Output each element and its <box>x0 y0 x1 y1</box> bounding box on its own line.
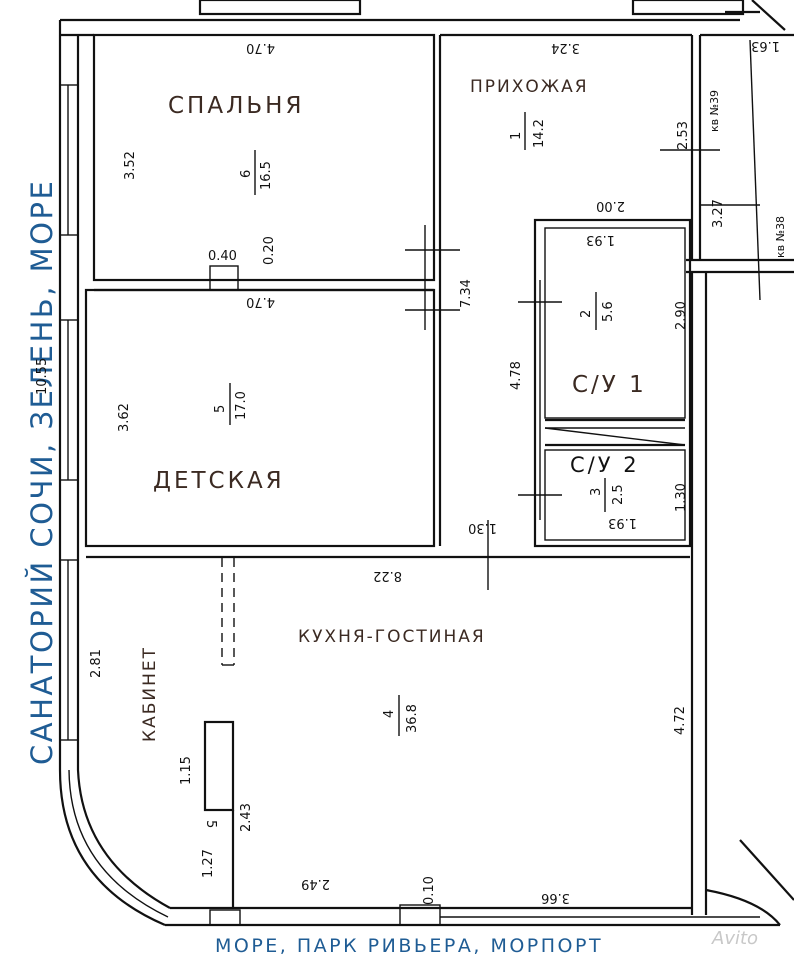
hall-number: 1 <box>509 132 524 140</box>
kids-number: 5 <box>213 405 228 413</box>
room-hall-name: ПРИХОЖАЯ <box>470 77 589 97</box>
room-wc1-name: С/У 1 <box>572 372 647 398</box>
kids-dim-top: 4.70 <box>246 294 275 309</box>
side-caption: САНАТОРИЙ СОЧИ, ЗЕЛЕНЬ, МОРЕ <box>25 179 59 765</box>
kitchen-number: 4 <box>382 710 397 718</box>
avito-watermark: Avito <box>711 928 758 949</box>
kitchen-area: 36.8 <box>405 704 420 733</box>
neighbor-apt39: кв №39 <box>708 90 721 132</box>
room-kitchen-name: КУХНЯ-ГОСТИНАЯ <box>298 627 486 647</box>
bedroom-dim-bottom: 0.20 <box>262 236 277 265</box>
neighbor-apt38: кв №38 <box>774 216 787 258</box>
hall-area: 14.2 <box>532 119 547 148</box>
bedroom-area: 16.5 <box>259 161 274 190</box>
hall-dim-mid: 2.00 <box>596 198 625 213</box>
hall-dim-right: 2.53 <box>676 121 691 150</box>
wc2-dim-right: 1.30 <box>674 483 689 512</box>
cabinet-dim-c: 1.27 <box>201 849 216 878</box>
hall-dim-vert2: 4.78 <box>509 361 524 390</box>
hall-dim-vert1: 7.34 <box>459 279 474 308</box>
wc2-area: 2.5 <box>611 484 626 505</box>
room-cabinet-name: КАБИНЕТ <box>140 646 160 742</box>
kitchen-dim-top: 8.22 <box>373 568 402 583</box>
bottom-caption: МОРЕ, ПАРК РИВЬЕРА, МОРПОРТ <box>215 935 603 957</box>
neighbor-dim-side: 3.27 <box>711 199 726 228</box>
hall-dim-bottom: 1.30 <box>468 520 497 535</box>
outer-dim-left: 10.55 <box>35 358 50 395</box>
cabinet-dim-left: 2.81 <box>89 649 104 678</box>
hall-dim-top: 3.24 <box>551 40 580 55</box>
wc2-number: 3 <box>589 488 604 496</box>
wc2-dim-bottom: 1.93 <box>608 515 637 530</box>
kids-dim-left: 3.62 <box>117 403 132 432</box>
neighbor-dim-top: 1.63 <box>751 38 780 53</box>
kitchen-dim-right: 4.72 <box>673 706 688 735</box>
kitchen-dim-bottom-left: 2.49 <box>301 876 330 891</box>
cabinet-dim-a: 1.15 <box>179 756 194 785</box>
wc1-number: 2 <box>579 310 594 318</box>
kids-dim-small: 0.40 <box>208 249 237 264</box>
kitchen-dim-bottom-mid: 0.10 <box>422 876 437 905</box>
walls <box>58 0 794 927</box>
wc1-area: 5.6 <box>601 301 616 322</box>
kids-area: 17.0 <box>234 391 249 420</box>
room-bedroom-name: СПАЛЬНЯ <box>168 93 304 119</box>
kitchen-dim-bottom-right: 3.66 <box>541 890 570 905</box>
wc1-dim-right: 2.90 <box>674 301 689 330</box>
room-wc2-name: С/У 2 <box>570 453 640 477</box>
bedroom-number: 6 <box>239 170 254 178</box>
bedroom-dim-left: 3.52 <box>123 151 138 180</box>
bedroom-dim-top: 4.70 <box>246 40 275 55</box>
wc1-dim-top: 1.93 <box>586 232 615 247</box>
cabinet-dim-d: 5 <box>203 820 218 828</box>
cabinet-dim-b: 2.43 <box>239 803 254 832</box>
room-kids-name: ДЕТСКАЯ <box>153 468 285 494</box>
